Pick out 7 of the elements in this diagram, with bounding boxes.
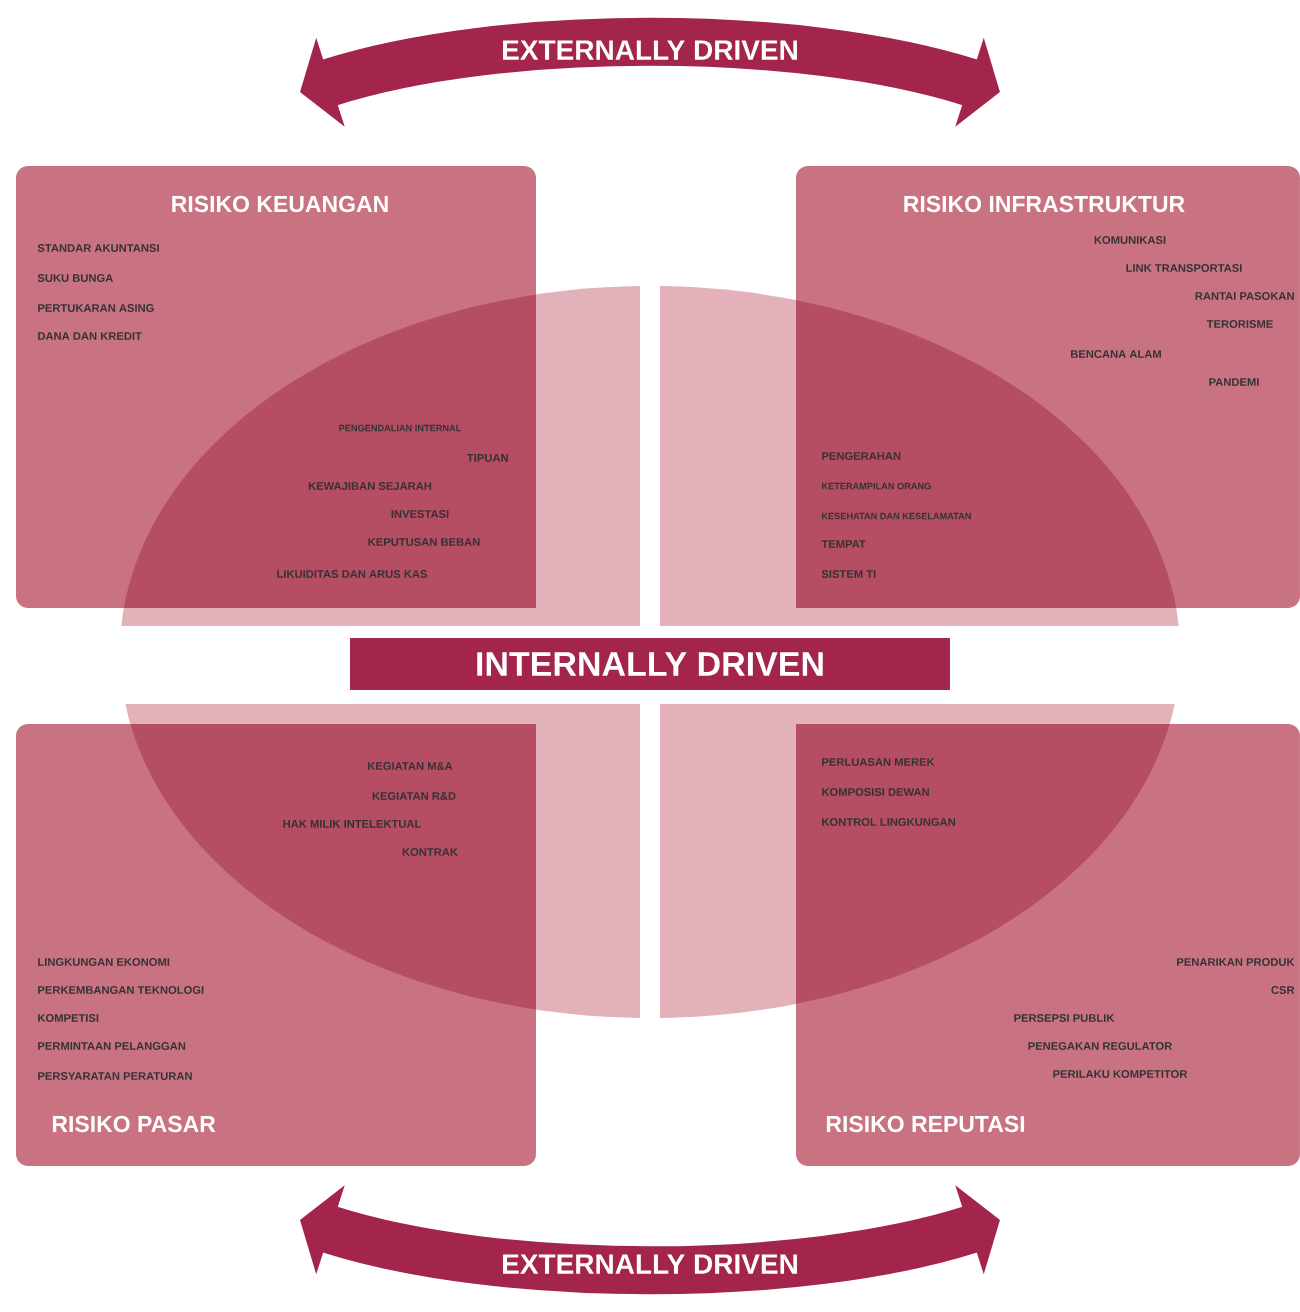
risk-heading: RISIKO PASAR xyxy=(52,1115,216,1133)
arrow-label: EXTERNALLY DRIVEN xyxy=(503,40,797,60)
risk-heading: RISIKO REPUTASI xyxy=(826,1115,1025,1133)
risk-heading: RISIKO INFRASTRUKTUR xyxy=(904,195,1185,213)
risk-heading: RISIKO KEUANGAN xyxy=(172,195,388,213)
arrow-label: EXTERNALLY DRIVEN xyxy=(503,1254,797,1274)
center-banner: INTERNALLY DRIVEN xyxy=(350,638,950,690)
